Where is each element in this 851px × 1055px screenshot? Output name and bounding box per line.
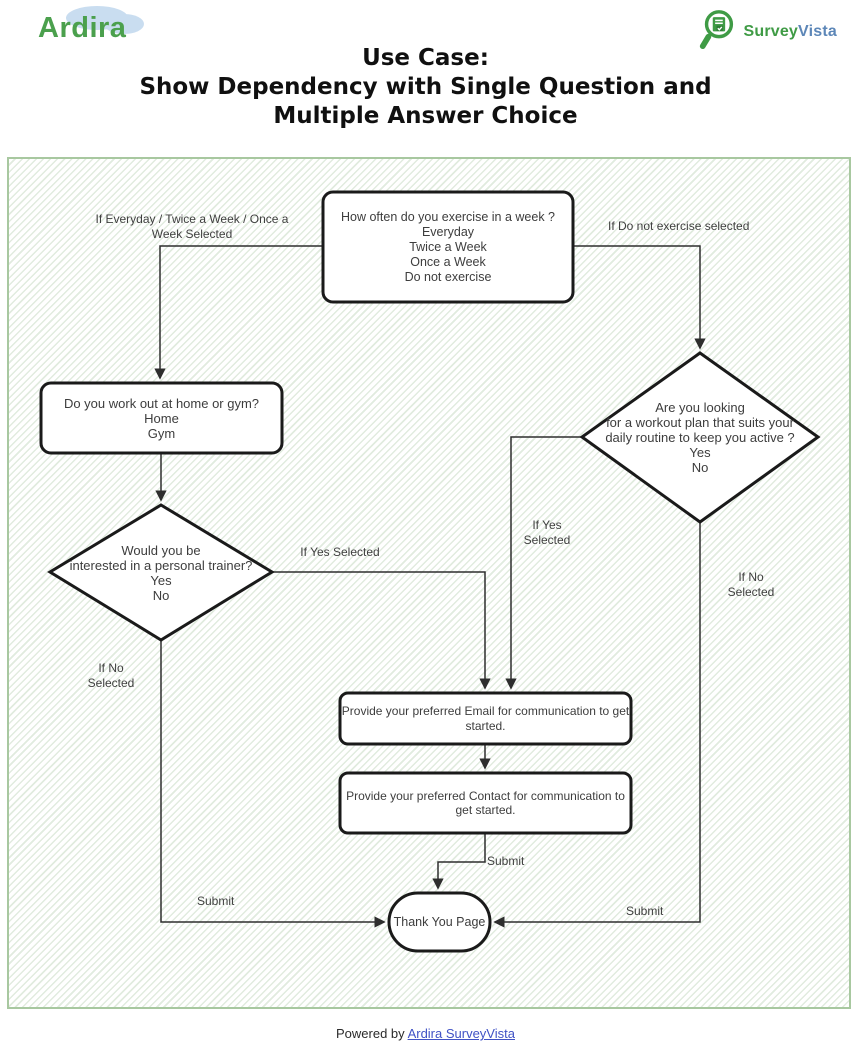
node-exercise-frequency: How often do you exercise in a week ? Ev… [323, 192, 573, 302]
logo-word-survey: Survey [743, 22, 799, 40]
edge-label-plan-yes: If Yes Selected [523, 518, 571, 547]
node-question: for a workout plan that suits your [606, 415, 794, 430]
edge-label-trainer-no: If No Selected [87, 661, 135, 690]
node-question: get started. [455, 803, 516, 817]
logo-word-vista: Vista [798, 22, 837, 40]
node-option: Do not exercise [404, 269, 492, 284]
edge-label-submit-trainer: Submit [197, 894, 235, 908]
node-option: Gym [147, 425, 176, 441]
ardira-logo: Ardira [38, 6, 158, 50]
node-label: Thank You Page [393, 914, 486, 929]
node-workout-location: Do you work out at home or gym? Home Gym [41, 383, 282, 453]
node-question: How often do you exercise in a week ? [340, 209, 555, 224]
edge-label-plan-no: If No Selected [727, 570, 775, 599]
surveyvista-logo: SurveyVista [697, 6, 837, 57]
node-personal-trainer: Would you be interested in a personal tr… [50, 505, 272, 640]
node-contact: Provide your preferred Contact for commu… [338, 773, 633, 833]
node-option: No [152, 587, 170, 603]
footer: Powered by Ardira SurveyVista [0, 1026, 851, 1041]
node-question: Provide your preferred Contact for commu… [346, 788, 625, 803]
surveyvista-logo-text: SurveyVista [743, 23, 837, 41]
node-question: interested in a personal trainer? [69, 557, 253, 573]
page-title: Use Case: Show Dependency with Single Qu… [139, 45, 712, 129]
node-question: Provide your preferred Email for communi… [341, 704, 630, 718]
node-question: started. [465, 718, 506, 733]
magnifier-document-icon [697, 6, 739, 57]
node-option: Yes [150, 572, 172, 588]
powered-by-text: Powered by [336, 1026, 405, 1041]
node-workout-plan: Are you looking for a workout plan that … [582, 353, 818, 522]
node-question: Would you be [121, 542, 201, 558]
node-option: Home [144, 410, 179, 426]
edge-label-exercise-yes: If Everyday / Twice a Week / Once a Week… [95, 212, 289, 241]
edge-label-exercise-no: If Do not exercise selected [608, 219, 750, 233]
edge-label-submit-contact: Submit [487, 854, 525, 868]
node-question: Do you work out at home or gym? [63, 395, 260, 411]
cloud-shape [104, 14, 144, 34]
node-option: Twice a Week [409, 239, 487, 254]
node-option: Once a Week [410, 254, 486, 269]
node-option: Everyday [421, 224, 475, 239]
ardira-logo-text: Ardira [38, 12, 127, 44]
node-question: daily routine to keep you active ? [605, 430, 795, 445]
ardira-surveyvista-link[interactable]: Ardira SurveyVista [407, 1026, 515, 1041]
node-option: No [691, 460, 709, 475]
node-email: Provide your preferred Email for communi… [338, 693, 633, 744]
edge-label-trainer-yes: If Yes Selected [300, 545, 380, 559]
node-option: Yes [689, 445, 711, 460]
node-thank-you: Thank You Page [389, 893, 490, 951]
node-question: Are you looking [655, 400, 745, 415]
edge-label-submit-plan: Submit [626, 904, 664, 918]
